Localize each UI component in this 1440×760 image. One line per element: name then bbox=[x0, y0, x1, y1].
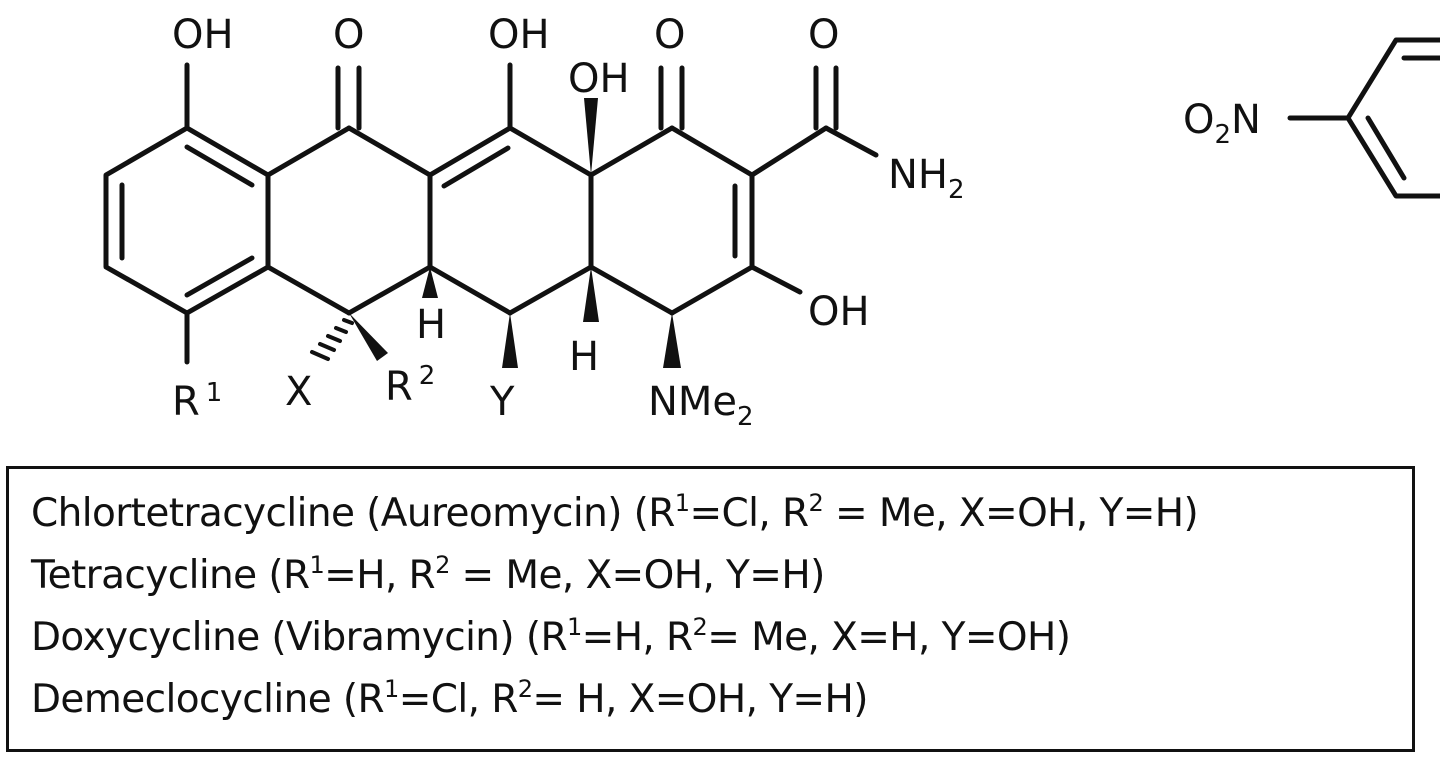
bond-c4a-c5 bbox=[507, 264, 594, 316]
label-o-c11: O bbox=[333, 12, 364, 58]
label-oh-ring-a: OH bbox=[172, 12, 234, 58]
bond-c10a-c11 bbox=[265, 125, 352, 178]
label-oh-c3: OH bbox=[808, 289, 870, 335]
legend-sup: 2 bbox=[692, 613, 708, 641]
legend-sup: 1 bbox=[309, 551, 325, 579]
bond-c3-c4 bbox=[669, 264, 755, 316]
label-x: X bbox=[285, 369, 312, 415]
wedge-c6-r2 bbox=[349, 313, 388, 361]
bond-c11-c11a bbox=[346, 125, 433, 178]
legend-text: Chlortetracycline (Aureomycin) (R bbox=[31, 491, 675, 536]
legend-item-demeclocycline: Demeclocycline (R1=Cl, R2= H, X=OH, Y=H) bbox=[31, 669, 1412, 731]
label-oh-c12a: OH bbox=[568, 56, 630, 102]
wedge-bonds bbox=[349, 98, 681, 368]
wedge-c5-y bbox=[502, 313, 518, 368]
legend-text: Doxycycline (Vibramycin) (R bbox=[31, 615, 568, 660]
label-h-c5a: H bbox=[416, 302, 446, 348]
legend-text: = Me, X=H, Y=OH) bbox=[707, 615, 1071, 660]
label-o2n: O2N bbox=[1183, 97, 1261, 150]
label-h-c4a: H bbox=[569, 334, 599, 380]
label-o-amide: O bbox=[808, 12, 839, 58]
bond-c11a-c12-double bbox=[441, 145, 511, 189]
legend-sup: 1 bbox=[674, 489, 690, 517]
bond-c12a-c1 bbox=[588, 125, 675, 178]
legend-item-tetracycline: Tetracycline (R1=H, R2 = Me, X=OH, Y=H) bbox=[31, 545, 1412, 607]
legend-item-doxycycline: Doxycycline (Vibramycin) (R1=H, R2= Me, … bbox=[31, 607, 1412, 669]
label-nme2: NMe2 bbox=[648, 379, 754, 432]
label-nh2: NH2 bbox=[888, 152, 965, 205]
label-oh-c12: OH bbox=[488, 12, 550, 58]
legend-sup: 2 bbox=[517, 675, 533, 703]
legend-text: = Me, X=OH, Y=H) bbox=[449, 553, 826, 598]
bond-c5-c5a bbox=[427, 264, 513, 316]
legend-text: =Cl, R bbox=[398, 677, 519, 722]
wedge-c4-nme bbox=[663, 313, 681, 368]
ring-a-double-1 bbox=[184, 144, 255, 188]
ring-a-double-2 bbox=[184, 255, 255, 298]
bond-amide-n bbox=[823, 125, 879, 158]
legend-text: =Cl, R bbox=[689, 491, 809, 536]
label-y: Y bbox=[489, 379, 515, 425]
bond-c12-c12a bbox=[507, 125, 594, 178]
legend-item-chlortetracycline: Chlortetracycline (Aureomycin) (R1=Cl, R… bbox=[31, 483, 1412, 545]
hashed-bond-x bbox=[310, 318, 354, 361]
ring-a bbox=[103, 125, 271, 316]
legend-sup: 1 bbox=[566, 613, 582, 641]
legend-text: =H, R bbox=[324, 553, 436, 598]
bond-c1-c2 bbox=[669, 125, 755, 178]
bond-c2-c-amide bbox=[749, 125, 829, 178]
legend-sup: 1 bbox=[384, 675, 399, 703]
wedge-c12a-oh bbox=[584, 98, 598, 175]
bond-c5a-c6 bbox=[346, 264, 433, 316]
legend-text: = H, X=OH, Y=H) bbox=[532, 677, 868, 722]
bond-c4-c4a bbox=[588, 264, 675, 316]
nitrophenyl-ring bbox=[1345, 37, 1440, 199]
legend-text: Demeclocycline (R bbox=[31, 677, 385, 722]
wedge-c5a-h bbox=[422, 267, 438, 298]
bond-c11a-c12 bbox=[427, 125, 513, 178]
bond-c3-oh bbox=[749, 264, 803, 295]
compound-legend-box: Chlortetracycline (Aureomycin) (R1=Cl, R… bbox=[6, 466, 1415, 752]
bond-c6-c6a bbox=[265, 264, 352, 316]
legend-text: =H, R bbox=[581, 615, 694, 660]
bonds bbox=[103, 37, 1440, 365]
legend-text: Tetracycline (R bbox=[31, 553, 310, 598]
legend-sup: 2 bbox=[808, 489, 824, 517]
label-o-c1: O bbox=[654, 12, 685, 58]
nitrophenyl-double bbox=[1365, 115, 1407, 181]
legend-sup: 2 bbox=[435, 551, 450, 579]
wedge-c4a-h bbox=[583, 267, 599, 322]
legend-text: = Me, X=OH, Y=H) bbox=[823, 491, 1199, 536]
